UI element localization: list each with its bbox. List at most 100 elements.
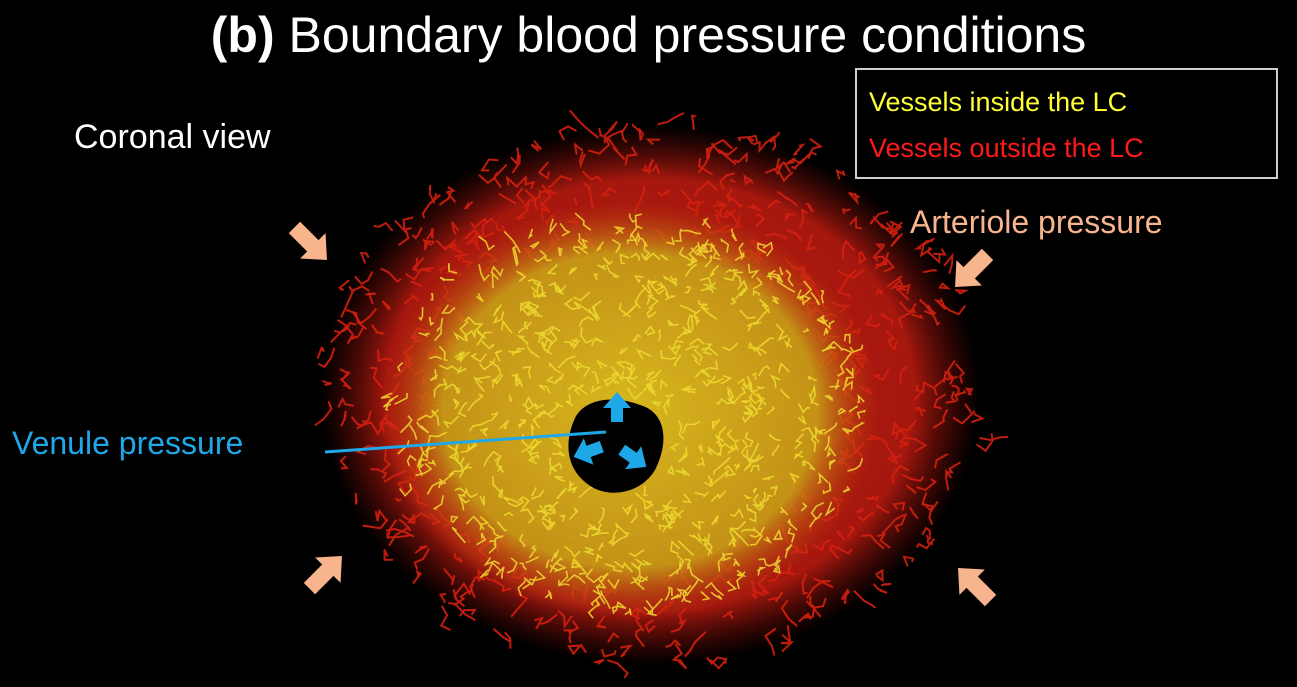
vessel-strand bbox=[643, 599, 654, 617]
vessel-strand bbox=[765, 232, 788, 241]
vessel-strand bbox=[418, 306, 424, 322]
vessel-strand bbox=[463, 328, 477, 340]
vessel-strand bbox=[605, 563, 623, 573]
vessel-strand bbox=[822, 482, 832, 495]
vessel-strand bbox=[459, 608, 477, 617]
vessel-strand bbox=[702, 245, 713, 253]
vessel-strand bbox=[823, 422, 838, 435]
vessel-strand bbox=[895, 288, 910, 301]
vessel-strand bbox=[714, 205, 725, 216]
vessel-strand bbox=[630, 231, 641, 243]
vessel-strand bbox=[751, 372, 758, 380]
vessel-strand bbox=[479, 495, 485, 506]
vessel-strand bbox=[640, 252, 661, 262]
vessel-strand bbox=[504, 631, 512, 649]
vessel-strand bbox=[676, 328, 693, 340]
vessel-strand bbox=[596, 359, 608, 370]
vessel-strand bbox=[779, 388, 790, 400]
vessel-strand bbox=[945, 468, 953, 491]
vessel-strand bbox=[768, 433, 781, 442]
vessel-strand bbox=[648, 369, 662, 382]
vessel-strand bbox=[898, 302, 917, 330]
vessel-strand bbox=[647, 280, 659, 288]
vessel-strand bbox=[646, 598, 663, 617]
vessel-strand bbox=[849, 215, 863, 230]
vessel-strand bbox=[771, 444, 780, 457]
vessel-strand bbox=[557, 609, 574, 630]
vessel-strand bbox=[925, 534, 934, 546]
vessel-strand bbox=[340, 288, 356, 318]
vessel-strand bbox=[697, 533, 710, 543]
vessel-strand bbox=[568, 266, 578, 275]
vessel-strand bbox=[503, 511, 514, 517]
vessel-strand bbox=[671, 339, 684, 351]
vessel-strand bbox=[421, 267, 434, 271]
vessel-strand bbox=[899, 364, 908, 384]
vessel-strand bbox=[481, 340, 495, 350]
vessel-strand bbox=[680, 385, 696, 394]
vessel-strand bbox=[540, 340, 547, 352]
vessel-strand bbox=[767, 199, 781, 210]
vessel-strand bbox=[703, 283, 717, 290]
vessel-strand bbox=[943, 252, 954, 274]
vessel-strand bbox=[437, 378, 448, 388]
vessel-strand bbox=[473, 376, 485, 392]
vessel-strand bbox=[693, 312, 700, 326]
vessel-strand bbox=[913, 384, 924, 402]
vessel-strand bbox=[810, 501, 825, 521]
vessel-strand bbox=[690, 241, 701, 257]
vessel-strand bbox=[655, 507, 669, 518]
vessel-strand bbox=[847, 525, 856, 538]
vessel-strand bbox=[678, 540, 695, 556]
vessel-strand bbox=[872, 368, 890, 382]
arteriole-pressure-label: Arteriole pressure bbox=[910, 204, 1163, 240]
vessel-strand bbox=[428, 316, 435, 327]
vessel-strand bbox=[691, 353, 701, 366]
vessel-strand bbox=[470, 352, 487, 363]
vessel-strand bbox=[632, 333, 642, 343]
vessel-strand bbox=[753, 337, 774, 352]
vessel-strand bbox=[595, 615, 607, 629]
vessel-strand bbox=[779, 267, 784, 276]
vessel-strand bbox=[742, 376, 753, 388]
vessel-strand bbox=[540, 184, 553, 207]
vessel-strand bbox=[416, 408, 440, 421]
vessel-strand bbox=[828, 459, 836, 470]
venule-arrow-up bbox=[603, 392, 631, 422]
vessel-strand bbox=[582, 546, 595, 556]
vessel-strand bbox=[595, 553, 603, 563]
vessel-strand bbox=[849, 344, 864, 353]
vessel-strand bbox=[573, 197, 578, 206]
vessel-strand bbox=[766, 406, 776, 415]
vessel-strand bbox=[624, 608, 632, 616]
vessel-strand bbox=[475, 375, 491, 381]
vessel-strand bbox=[404, 268, 432, 281]
vessel-strand bbox=[490, 411, 499, 422]
vessel-strand bbox=[415, 257, 425, 270]
vessel-strand bbox=[677, 420, 685, 440]
vessel-strand bbox=[707, 446, 717, 456]
vessel-strand bbox=[498, 192, 517, 205]
vessel-strand bbox=[709, 656, 728, 670]
vessel-strand bbox=[624, 146, 638, 166]
vessel-strand bbox=[922, 269, 937, 274]
vessel-strand bbox=[764, 627, 777, 656]
vessel-strand bbox=[600, 590, 611, 610]
vessel-strand bbox=[727, 443, 739, 454]
vessel-strand bbox=[530, 489, 545, 500]
vessel-strand bbox=[720, 374, 733, 385]
vessel-strand bbox=[901, 473, 925, 483]
vessel-strand bbox=[813, 577, 834, 589]
vessel-strand bbox=[660, 350, 677, 360]
vessel-strand bbox=[732, 558, 741, 567]
vessel-strand bbox=[676, 588, 687, 599]
vessel-strand bbox=[476, 532, 487, 546]
vessel-strand bbox=[354, 492, 358, 505]
vessel-strand bbox=[781, 625, 792, 645]
vessel-strand bbox=[669, 540, 681, 555]
vessel-strand bbox=[842, 486, 851, 493]
vessel-strand bbox=[837, 407, 847, 416]
vessel-strand bbox=[889, 277, 904, 290]
vessel-strand bbox=[534, 249, 548, 263]
vessel-strand bbox=[507, 497, 524, 508]
